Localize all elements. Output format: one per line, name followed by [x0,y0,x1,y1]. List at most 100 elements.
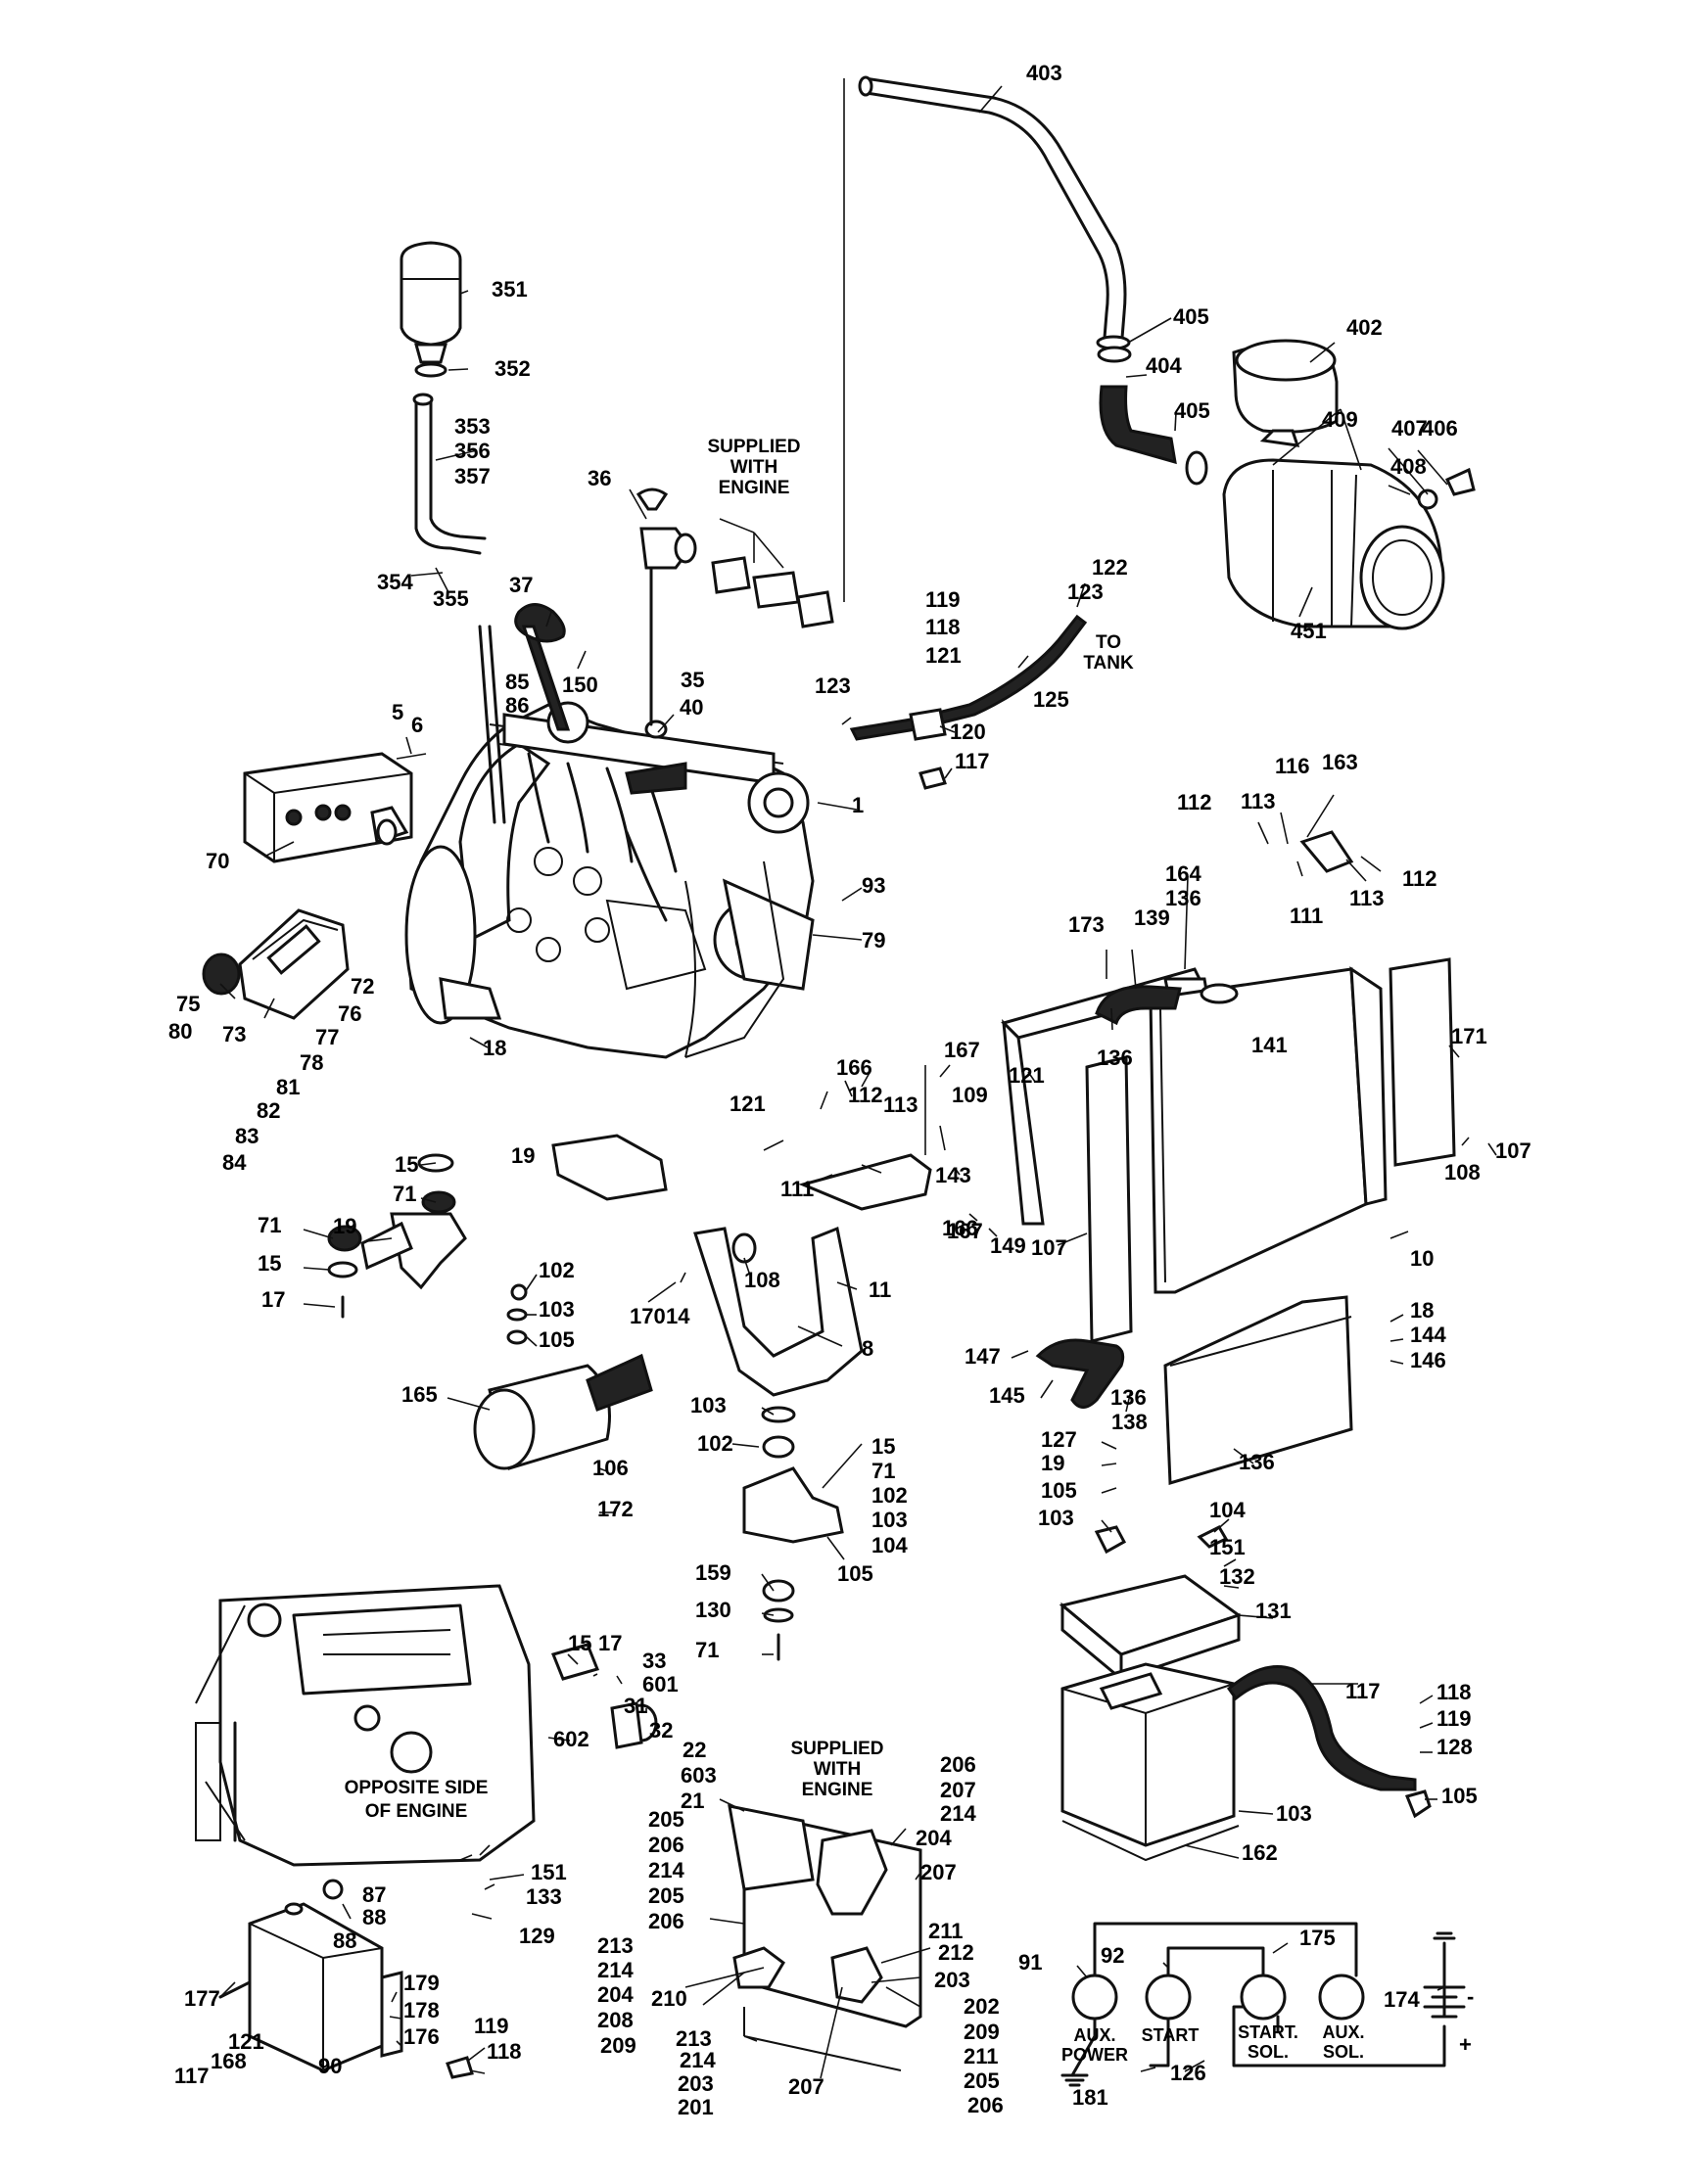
callout-71: 71 [695,1638,719,1662]
callout-103: 103 [539,1297,575,1322]
note-line: ENGINE [802,1780,873,1800]
callout-404: 404 [1146,353,1182,378]
callout-104: 104 [1209,1498,1246,1522]
callout-206: 206 [648,1833,684,1857]
callout-166: 166 [836,1055,872,1080]
callout-179: 179 [403,1971,440,1995]
callout-73: 73 [222,1022,246,1046]
callout-402: 402 [1346,315,1383,340]
callout-6: 6 [411,713,423,737]
note-line: ENGINE [719,478,790,498]
callout-18: 18 [483,1036,506,1060]
bracket-116 [1299,830,1354,873]
callout-103: 103 [1276,1801,1312,1826]
callout-117: 117 [1345,1679,1381,1703]
callout-102: 102 [871,1483,908,1508]
callout-22: 22 [683,1738,706,1762]
callout-113: 113 [1241,789,1276,813]
callout-83: 83 [235,1124,259,1148]
callout-151: 151 [531,1860,567,1884]
callout-32: 32 [649,1718,673,1743]
bracket-109 [798,1153,932,1211]
callout-130: 130 [695,1598,731,1622]
callout-202: 202 [964,1994,1000,2019]
callout-206: 206 [967,2093,1004,2117]
opposite-side-engine [195,1584,658,1867]
callout-204: 204 [597,1982,634,2007]
callout-116: 116 [1275,754,1310,778]
callout-71: 71 [871,1459,895,1483]
coolant-bottle [400,241,487,555]
callout-203: 203 [934,1968,970,1992]
callout-408: 408 [1390,454,1427,479]
callout-207: 207 [920,1860,957,1884]
elbow-hose [1097,346,1208,486]
callout-31: 31 [624,1694,647,1718]
radiator-assembly [1001,957,1456,1485]
callout-15: 15 [395,1152,418,1177]
schematic-label-aux-sol: AUX. [1322,2022,1364,2042]
fuel-line [849,614,1088,741]
callout-112: 112 [848,1083,883,1107]
callout-203: 203 [678,2071,714,2096]
callout-151: 151 [1209,1535,1246,1559]
note-line: TO [1096,632,1121,653]
callout-209: 209 [964,2020,1000,2044]
callout-118: 118 [1436,1680,1472,1704]
callout-103: 103 [1038,1506,1074,1530]
callout-84: 84 [222,1150,247,1175]
callout-107: 107 [1031,1235,1067,1260]
callout-205: 205 [648,1883,684,1908]
note-line: SUPPLIED [790,1739,883,1759]
callout-355: 355 [433,586,469,611]
callout-85: 85 [505,670,529,694]
callout-15: 15 [568,1631,591,1655]
callout-122: 122 [1092,555,1128,580]
callout-143: 143 [935,1163,971,1187]
callout-40: 40 [680,695,703,720]
note-line: OPPOSITE SIDE [345,1778,489,1798]
callout-214: 214 [680,2048,716,2072]
callout-37: 37 [509,573,533,597]
tiedown-117-b [446,2056,474,2079]
callout-80: 80 [168,1019,192,1044]
callout-123: 123 [815,674,851,698]
callout-118: 118 [487,2039,522,2064]
callout-71: 71 [258,1213,281,1237]
aux-solenoid-terminal [1318,1974,1365,2021]
callout-406: 406 [1422,416,1458,441]
callout-210: 210 [651,1986,687,2011]
callout-105: 105 [837,1561,873,1586]
callout-15: 15 [258,1251,281,1276]
callout-211: 211 [928,1919,964,1943]
hold-down-132 [1197,1525,1229,1549]
callout-409: 409 [1322,407,1358,432]
callout-171: 171 [1451,1024,1487,1048]
battery-cable [1226,1665,1417,1791]
callout-126: 126 [1170,2061,1206,2085]
start-terminal [1145,1974,1192,2021]
callout-601: 601 [642,1672,679,1696]
callout-602: 602 [553,1727,589,1751]
callout-139: 139 [1134,906,1170,930]
callout-206: 206 [648,1909,684,1933]
callout-72: 72 [351,974,374,999]
callout-121: 121 [925,643,962,668]
callout-113: 113 [1349,886,1385,910]
callout-205: 205 [964,2068,1000,2093]
callout-75: 75 [176,992,200,1016]
note-line: SUPPLIED [707,437,800,457]
callout-166: 166 [942,1216,978,1240]
relay-box [202,908,350,1020]
callout-121: 121 [730,1092,766,1116]
callout-146: 146 [1410,1348,1446,1372]
callout-128: 128 [1436,1735,1473,1759]
callout-33: 33 [642,1649,666,1673]
callout-168: 168 [211,2049,247,2073]
callout-206: 206 [940,1752,976,1777]
callout-144: 144 [1410,1323,1446,1347]
battery-assembly [1059,1574,1243,1862]
callout-112: 112 [1402,866,1437,891]
callout-164: 164 [1165,861,1201,886]
